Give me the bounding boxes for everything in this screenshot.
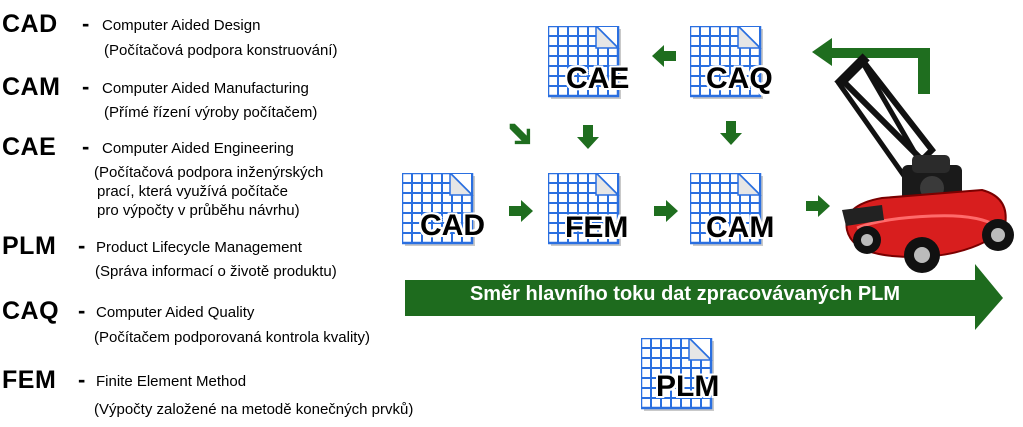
data-flow-banner-arrow [405,264,1003,330]
arrow-mower-to-caq [812,38,930,94]
term-cz-cad: (Počítačová podpora konstruování) [104,42,338,59]
arrow-cae-to-fem [577,125,599,149]
node-fem-label: FEM [565,211,629,244]
term-full-cam: Computer Aided Manufacturing [102,80,309,97]
node-caq-label: CAQ [706,62,773,95]
term-abbr-plm: PLM [2,232,57,260]
term-cz-cae-3: pro výpočty v průběhu návrhu) [97,202,300,219]
term-full-cae: Computer Aided Engineering [102,140,294,157]
data-flow-banner-label: Směr hlavního toku dat zpracovávaných PL… [469,283,901,305]
node-cam-label: CAM [706,211,775,244]
arrow-caq-to-cae [652,45,676,67]
term-abbr-cad: CAD [2,10,58,38]
term-cz-plm: (Správa informací o životě produktu) [95,263,337,280]
term-dash: - [82,134,90,159]
term-dash: - [78,298,86,323]
term-full-fem: Finite Element Method [96,373,247,390]
term-cz-cae-2: prací, která využívá počítače [97,183,288,200]
node-plm-label: PLM [656,370,720,403]
node-cad-label: CAD [420,209,485,242]
term-full-cad: Computer Aided Design [102,17,261,34]
term-full-caq: Computer Aided Quality [96,304,255,321]
term-dash: - [82,74,90,99]
arrow-fem-to-cam [654,200,678,222]
term-dash: - [78,367,86,392]
term-dash: - [78,233,86,258]
term-abbr-caq: CAQ [2,297,60,325]
term-abbr-cam: CAM [2,73,61,101]
term-cz-caq: (Počítačem podporovaná kontrola kvality) [94,329,370,346]
term-cz-cae-1: (Počítačová podpora inženýrských [94,164,324,181]
arrow-cae-to-cad [509,123,531,145]
term-abbr-cae: CAE [2,133,57,161]
node-cae-label: CAE [566,62,630,95]
arrow-caq-to-cam [720,121,742,145]
term-cz-cam: (Přímé řízení výroby počítačem) [104,104,318,121]
term-abbr-fem: FEM [2,366,57,394]
term-cz-fem: (Výpočty založené na metodě konečných pr… [94,401,414,418]
arrow-cad-to-fem [509,200,533,222]
term-full-plm: Product Lifecycle Management [96,239,302,256]
term-dash: - [82,11,90,36]
lawn-mower-icon [834,53,1014,273]
